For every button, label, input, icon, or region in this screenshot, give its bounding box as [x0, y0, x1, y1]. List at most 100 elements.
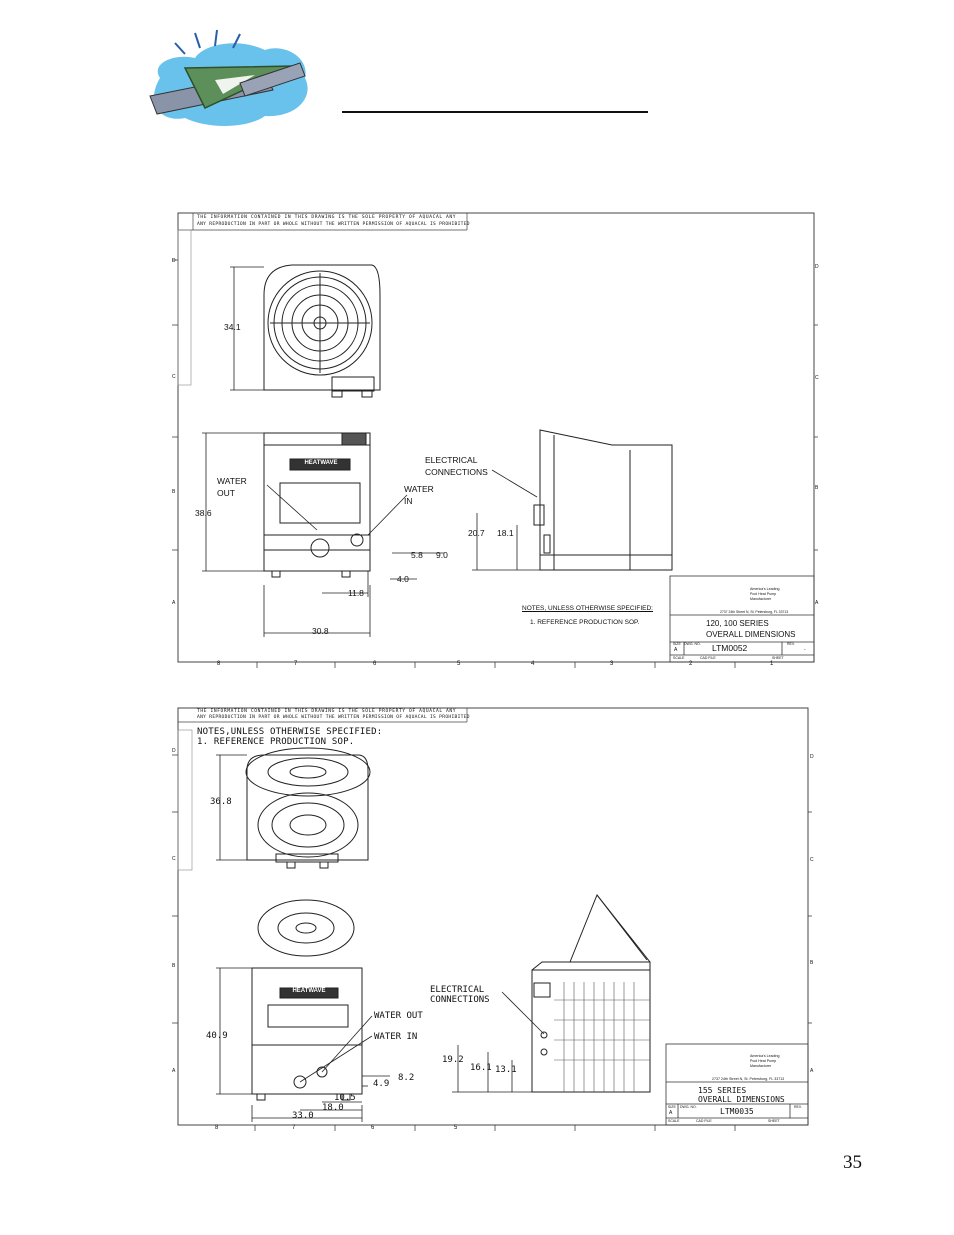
- d1-tb-title-1: 120, 100 SERIES: [706, 619, 769, 628]
- d2-tb-company-2: Pool Heat Pump: [750, 1059, 777, 1063]
- d1-dim-34-1: 34.1: [224, 322, 241, 332]
- d1-border-right-d: D: [815, 264, 819, 270]
- d1-border-right-a: A: [815, 600, 819, 606]
- drawing-155-series: [172, 707, 812, 1131]
- d1-dim-11-8: 11.8: [348, 588, 364, 598]
- d2-border-left-a: A: [172, 1068, 176, 1074]
- d2-border-bottom-5: 5: [454, 1125, 458, 1131]
- d2-border-right-b: B: [810, 960, 814, 966]
- d2-dim-33-0: 33.0: [292, 1111, 314, 1121]
- d1-brand-text: HEATWAVE: [304, 460, 338, 466]
- d1-tb-company-1: America's Leading: [750, 587, 780, 591]
- d2-dim-13-1: 13.1: [495, 1065, 517, 1075]
- d2-tb-rev-label: REV.: [794, 1105, 802, 1109]
- header-rule: [342, 111, 648, 113]
- d1-border-left-a: A: [172, 600, 176, 606]
- d2-tb-dwg-label: DWG. NO.: [680, 1105, 697, 1109]
- d2-disclaimer-2: ANY REPRODUCTION IN PART OR WHOLE WITHOU…: [197, 715, 470, 720]
- d2-tb-sheet-label: SHEET: [768, 1119, 780, 1123]
- d1-dim-20-7: 20.7: [468, 528, 485, 538]
- d1-tb-dwg-label: DWG. NO.: [684, 642, 701, 646]
- d1-tb-title-2: OVERALL DIMENSIONS: [706, 630, 796, 639]
- d1-tb-size-label: SIZE: [673, 642, 681, 646]
- drawing-120-100-series: [172, 212, 818, 668]
- d2-tb-company-1: America's Leading: [750, 1054, 780, 1058]
- d1-label-water-out-1: WATER: [217, 476, 247, 486]
- d1-label-electrical-2: CONNECTIONS: [425, 467, 488, 477]
- d1-border-left-b: B: [172, 489, 176, 495]
- d1-notes-item: 1. REFERENCE PRODUCTION SOP.: [530, 619, 640, 626]
- d2-disclaimer-1: THE INFORMATION CONTAINED IN THIS DRAWIN…: [197, 709, 457, 714]
- d1-label-water-out-2: OUT: [217, 488, 235, 498]
- d2-label-water-out: WATER OUT: [374, 1011, 423, 1021]
- d1-border-bottom-8: 8: [217, 661, 221, 667]
- d1-border-bottom-7: 7: [294, 661, 298, 667]
- d2-border-bottom-8: 8: [215, 1125, 219, 1131]
- d1-border-bottom-6: 6: [373, 661, 377, 667]
- d2-border-left-c: C: [172, 856, 176, 862]
- d1-border-bottom-5: 5: [457, 661, 461, 667]
- d1-tb-rev-value: -: [804, 647, 806, 653]
- d2-brand-text: HEATWAVE: [292, 988, 326, 994]
- d1-tb-scale-label: SCALE: [673, 656, 685, 660]
- d2-border-bottom-6: 6: [371, 1125, 375, 1131]
- d2-border-left-b: B: [172, 963, 176, 969]
- d2-border-right-d: D: [810, 754, 814, 760]
- d2-dim-18-0: 18.0: [322, 1103, 344, 1113]
- d1-dim-30-8: 30.8: [312, 626, 329, 636]
- d1-tb-company-3: Manufacturer: [750, 597, 772, 601]
- d2-tb-size-value: A: [669, 1110, 673, 1116]
- d1-tb-rev-label: REV.: [787, 642, 795, 646]
- d2-dim-10-5: 10.5: [334, 1093, 356, 1103]
- d1-disclaimer-2: ANY REPRODUCTION IN PART OR WHOLE WITHOU…: [197, 222, 470, 227]
- d2-tb-title-1: 155 SERIES: [698, 1086, 747, 1095]
- d2-tb-scale-label: SCALE: [668, 1119, 680, 1123]
- d1-tb-cad-label: CAD FILE: [700, 656, 716, 660]
- d1-border-left-d: D: [172, 258, 176, 264]
- d2-dim-8-2: 8.2: [398, 1073, 415, 1083]
- d2-dim-4-9: 4.9: [373, 1079, 390, 1089]
- d1-label-electrical-1: ELECTRICAL: [425, 455, 478, 465]
- d1-dim-5-8: 5.8: [411, 550, 423, 560]
- d1-dim-9-0: 9.0: [436, 550, 448, 560]
- d1-border-right-b: B: [815, 485, 819, 491]
- d1-border-bottom-3: 3: [610, 661, 614, 667]
- d2-tb-cad-label: CAD FILE: [696, 1119, 712, 1123]
- d2-tb-company-3: Manufacturer: [750, 1064, 772, 1068]
- d2-dim-19-2: 19.2: [442, 1055, 464, 1065]
- d1-border-right-c: C: [815, 375, 819, 381]
- d2-label-water-in: WATER IN: [374, 1032, 418, 1042]
- d2-border-right-c: C: [810, 857, 814, 863]
- d2-dim-40-9: 40.9: [206, 1031, 228, 1041]
- d1-label-water-in-1: WATER: [404, 484, 434, 494]
- d1-label-water-in-2: IN: [404, 496, 413, 506]
- drafting-tools-icon: [149, 29, 308, 126]
- d1-tb-company-2: Pool Heat Pump: [750, 592, 777, 596]
- d1-border-bottom-1: 1: [770, 661, 774, 667]
- d2-label-electrical-1: ELECTRICAL: [430, 985, 485, 995]
- d1-dim-4-0: 4.0: [397, 574, 409, 584]
- d2-notes-title: NOTES,UNLESS OTHERWISE SPECIFIED:: [197, 727, 383, 737]
- d2-tb-size-label: SIZE: [668, 1105, 676, 1109]
- d2-tb-address: 2737 24th Street N, St. Petersburg, FL 3…: [712, 1077, 785, 1081]
- d2-label-electrical-2: CONNECTIONS: [430, 995, 490, 1005]
- d2-tb-dwg-no: LTM0035: [720, 1107, 754, 1116]
- d2-dim-16-1: 16.1: [470, 1063, 492, 1073]
- d1-tb-sheet-label: SHEET: [772, 656, 784, 660]
- d1-tb-dwg-no: LTM0052: [712, 643, 748, 653]
- d1-notes-title: NOTES, UNLESS OTHERWISE SPECIFIED:: [522, 605, 653, 612]
- page-number: 35: [843, 1152, 862, 1173]
- d1-disclaimer-1: THE INFORMATION CONTAINED IN THIS DRAWIN…: [197, 215, 457, 220]
- d2-border-right-a: A: [810, 1068, 814, 1074]
- d1-dim-18-1: 18.1: [497, 528, 514, 538]
- d2-border-bottom-7: 7: [292, 1125, 296, 1131]
- d1-tb-size-value: A: [674, 647, 678, 653]
- d2-tb-title-2: OVERALL DIMENSIONS: [698, 1095, 785, 1104]
- d1-border-left-c: C: [172, 374, 176, 380]
- d2-dim-36-8: 36.8: [210, 797, 232, 807]
- d1-border-bottom-4: 4: [531, 661, 535, 667]
- d1-tb-address: 2737 24th Street N, St. Petersburg, FL 3…: [720, 610, 789, 614]
- d1-dim-38-6: 38.6: [195, 508, 212, 518]
- d2-border-left-d: D: [172, 748, 176, 754]
- d1-border-bottom-2: 2: [689, 661, 693, 667]
